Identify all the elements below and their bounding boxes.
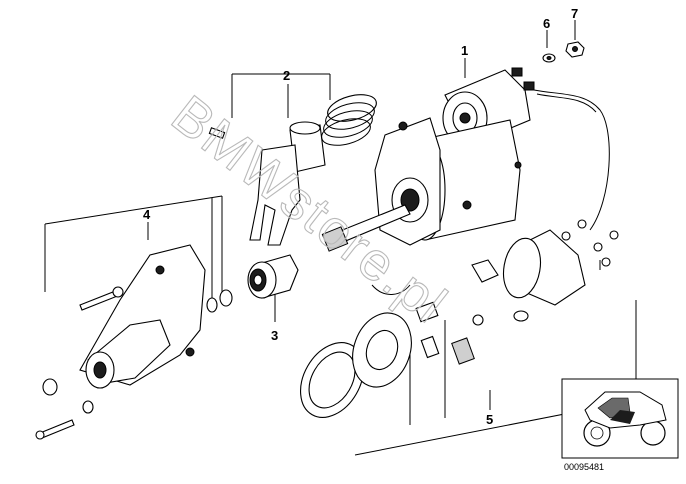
callout-7: 7 xyxy=(571,6,578,21)
pinion-drive xyxy=(247,254,299,299)
drive-end-cover xyxy=(35,244,233,440)
reference-number: 00095481 xyxy=(564,462,604,472)
engagement-lever-assembly xyxy=(208,94,377,246)
callout-4: 4 xyxy=(143,207,151,222)
nut-washer-set xyxy=(542,41,585,63)
motor-housing xyxy=(321,117,522,252)
commutator-end-parts xyxy=(300,219,619,418)
callout-1: 1 xyxy=(461,43,468,58)
callout-numbers: 1 2 3 4 5 6 7 xyxy=(143,6,578,427)
callout-3: 3 xyxy=(271,328,278,343)
callout-5: 5 xyxy=(486,412,493,427)
motorcycle-icon xyxy=(583,391,667,447)
callout-2: 2 xyxy=(283,68,290,83)
return-spring xyxy=(321,94,377,146)
motorcycle-thumbnail: 00095481 xyxy=(561,378,679,472)
callout-6: 6 xyxy=(543,16,550,31)
